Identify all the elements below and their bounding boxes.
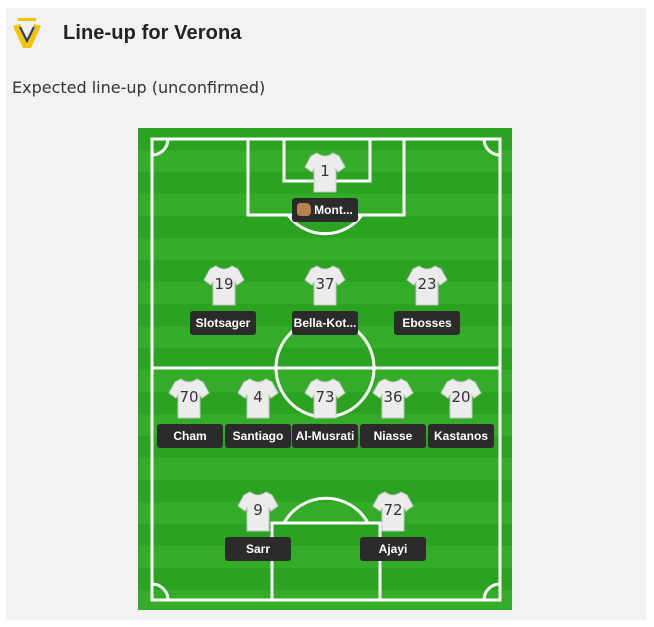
player-name: Bella-Kot... (292, 311, 358, 335)
shirt-icon (237, 491, 279, 532)
player[interactable]: 36 Niasse (358, 376, 428, 456)
shirt-icon (237, 378, 279, 419)
shirt-icon (406, 265, 448, 306)
player-name: Sarr (225, 537, 291, 561)
player-name: Slotsager (190, 311, 256, 335)
player[interactable]: 9 Sarr (223, 489, 293, 569)
player-name: Cham (157, 424, 223, 448)
player-name: Mont... (314, 203, 353, 217)
player-number: 20 (451, 388, 471, 406)
player[interactable]: 19 Slotsager (189, 263, 259, 343)
lineup-header: Line-up for Verona (6, 8, 646, 60)
player-number: 37 (315, 275, 335, 293)
shirt-icon (372, 378, 414, 419)
verona-club-crest-icon (13, 18, 41, 48)
player-number: 23 (417, 275, 437, 293)
player-name: Ajayi (360, 537, 426, 561)
player-number: 36 (383, 388, 403, 406)
player-number: 72 (383, 501, 403, 519)
player-name: Kastanos (428, 424, 494, 448)
shirt-icon (168, 378, 210, 419)
player[interactable]: 73 Al-Musrati (290, 376, 360, 456)
football-pitch: 1 Mont... 19 Slotsager 37 Bella-Kot... 2… (138, 128, 512, 610)
player[interactable]: 20 Kastanos (426, 376, 496, 456)
player-name: Santiago (225, 424, 291, 448)
player-number: 70 (179, 388, 199, 406)
lineup-status-text: Expected line-up (unconfirmed) (12, 78, 266, 97)
player[interactable]: 23 Ebosses (392, 263, 462, 343)
player[interactable]: 70 Cham (154, 376, 224, 456)
player-name: Niasse (360, 424, 426, 448)
player[interactable]: 72 Ajayi (358, 489, 428, 569)
shirt-icon (304, 152, 346, 193)
player-name: Ebosses (394, 311, 460, 335)
shirt-icon (203, 265, 245, 306)
shirt-icon (440, 378, 482, 419)
page-title: Line-up for Verona (63, 22, 242, 44)
player-number: 4 (253, 388, 263, 406)
player-name: Al-Musrati (292, 424, 358, 448)
shirt-icon (304, 265, 346, 306)
player[interactable]: 37 Bella-Kot... (290, 263, 360, 343)
shirt-icon (372, 491, 414, 532)
goalkeeper-glove-icon (297, 203, 312, 216)
pitch-markings (150, 137, 502, 602)
shirt-icon (304, 378, 346, 419)
player-number: 19 (214, 275, 234, 293)
player-number: 1 (320, 162, 330, 180)
lineup-card: Line-up for Verona Expected line-up (unc… (6, 8, 646, 620)
player-number: 9 (253, 501, 263, 519)
player-name-badge: Mont... (292, 198, 358, 222)
player[interactable]: 4 Santiago (223, 376, 293, 456)
player-goalkeeper[interactable]: 1 Mont... (290, 150, 360, 230)
player-number: 73 (315, 388, 335, 406)
